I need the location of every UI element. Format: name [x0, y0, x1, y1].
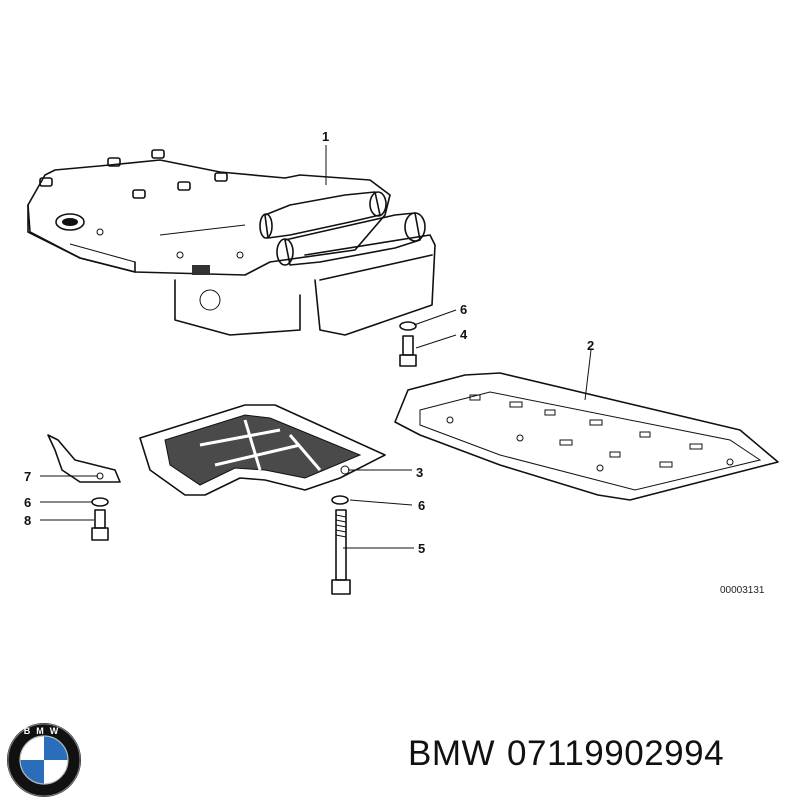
bolt-upper: [399, 335, 417, 367]
callout-6-top: 6: [460, 302, 467, 317]
callout-7: 7: [24, 469, 31, 484]
caption-brand: BMW: [408, 734, 496, 773]
callout-3: 3: [416, 465, 423, 480]
solenoid-upper: [259, 191, 387, 239]
intermediate-plate: [394, 372, 779, 501]
callout-8: 8: [24, 513, 31, 528]
callout-4: 4: [460, 327, 468, 342]
filter: [139, 404, 386, 496]
long-bolt: [331, 509, 351, 595]
svg-text:BMW: BMW: [24, 726, 65, 736]
washer: [331, 495, 349, 505]
callout-6-left: 6: [24, 495, 31, 510]
callout-1: 1: [322, 129, 329, 144]
callout-5: 5: [418, 541, 425, 556]
callout-2: 2: [587, 338, 594, 353]
bmw-logo-icon: BMW: [7, 723, 81, 797]
diagram-reference-number: 00003131: [720, 585, 765, 596]
callout-6-center: 6: [418, 498, 425, 513]
washer: [91, 497, 109, 507]
bracket: [47, 434, 121, 483]
valve-body: [27, 149, 436, 336]
washer: [399, 321, 417, 331]
bolt-small: [91, 509, 109, 541]
caption-part-number: 07119902994: [507, 734, 725, 773]
solenoid-lower: [276, 212, 426, 266]
part-caption: BMW 07119902994: [408, 734, 736, 774]
